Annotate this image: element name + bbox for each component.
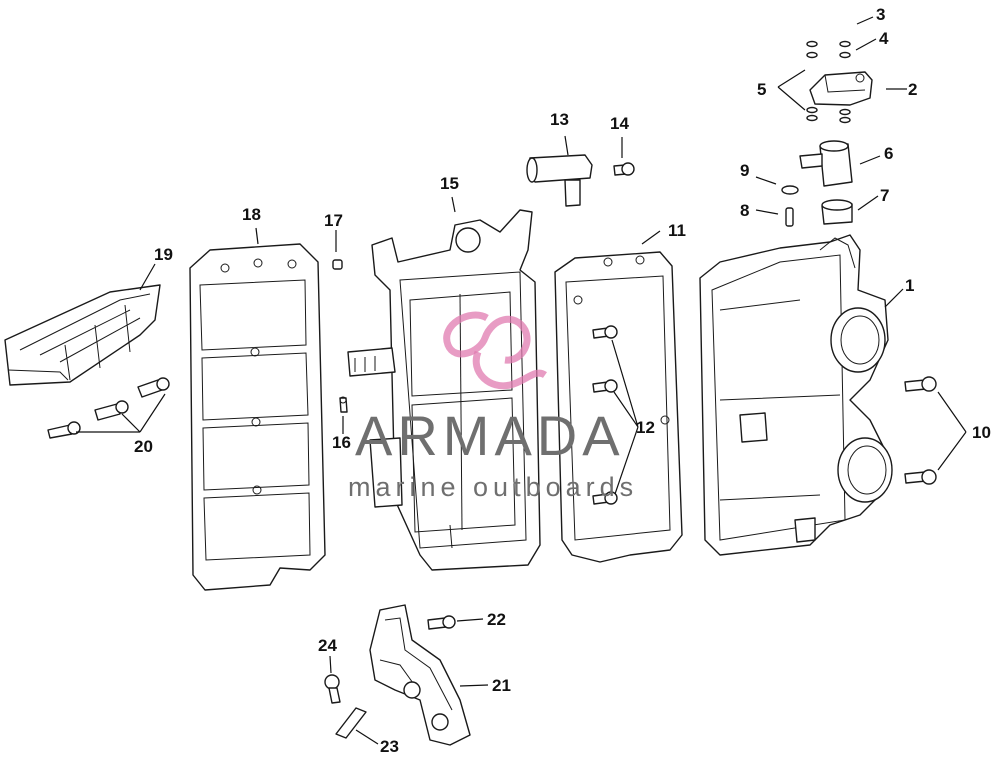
watermark: ARMADA marine outboards <box>348 311 638 502</box>
callout-13: 13 <box>550 110 569 129</box>
part-23-tab-washer <box>335 707 367 739</box>
callout-16: 16 <box>332 433 351 452</box>
callout-9: 9 <box>740 161 749 180</box>
callout-19: 19 <box>154 245 173 264</box>
callout-21: 21 <box>492 676 511 695</box>
callout-15: 15 <box>440 174 459 193</box>
part-14-screw <box>613 162 635 176</box>
part-10-screws <box>904 376 937 485</box>
callout-12: 12 <box>636 418 655 437</box>
callout-20: 20 <box>134 437 153 456</box>
watermark-brand: ARMADA <box>355 404 625 467</box>
callout-6: 6 <box>884 144 893 163</box>
callout-23: 23 <box>380 737 399 756</box>
callout-2: 2 <box>908 80 917 99</box>
part-18-gasket <box>189 243 326 591</box>
part-22-screw <box>427 615 456 630</box>
callout-3: 3 <box>876 5 885 24</box>
part-17-plug <box>332 259 343 270</box>
callout-18: 18 <box>242 205 261 224</box>
callout-7: 7 <box>880 186 889 205</box>
part-15-reed-plate <box>347 209 541 571</box>
callout-11: 11 <box>668 221 686 240</box>
part-1-intake-manifold <box>699 234 893 556</box>
part-13-sensor <box>526 154 593 207</box>
callout-8: 8 <box>740 201 749 220</box>
callout-10: 10 <box>972 423 991 442</box>
callout-17: 17 <box>324 211 343 230</box>
callout-22: 22 <box>487 610 506 629</box>
part-8-pin <box>785 207 794 227</box>
callout-1: 1 <box>905 276 914 295</box>
watermark-logo <box>443 311 548 390</box>
part-11-gasket <box>554 251 683 563</box>
part-24-screw <box>324 674 341 704</box>
callout-labels: 1 2 3 4 5 6 7 8 9 10 11 12 13 14 15 16 1… <box>134 5 991 756</box>
part-2-bracket <box>809 71 873 106</box>
watermark-tagline: marine outboards <box>348 472 638 502</box>
callout-5: 5 <box>757 80 766 99</box>
part-16-fitting <box>339 396 348 413</box>
part-7-bushing <box>821 199 853 225</box>
part-6-sensor <box>799 140 853 187</box>
leader-lines <box>76 16 967 745</box>
callout-24: 24 <box>318 636 337 655</box>
part-19-reed-housing <box>4 284 161 386</box>
part-3-4-orings <box>806 40 851 124</box>
callout-14: 14 <box>610 114 629 133</box>
part-20-screws <box>47 377 170 439</box>
part-9-clip <box>781 185 799 195</box>
part-12-screws <box>592 325 618 505</box>
part-21-bracket <box>369 604 471 746</box>
callout-4: 4 <box>879 29 889 48</box>
